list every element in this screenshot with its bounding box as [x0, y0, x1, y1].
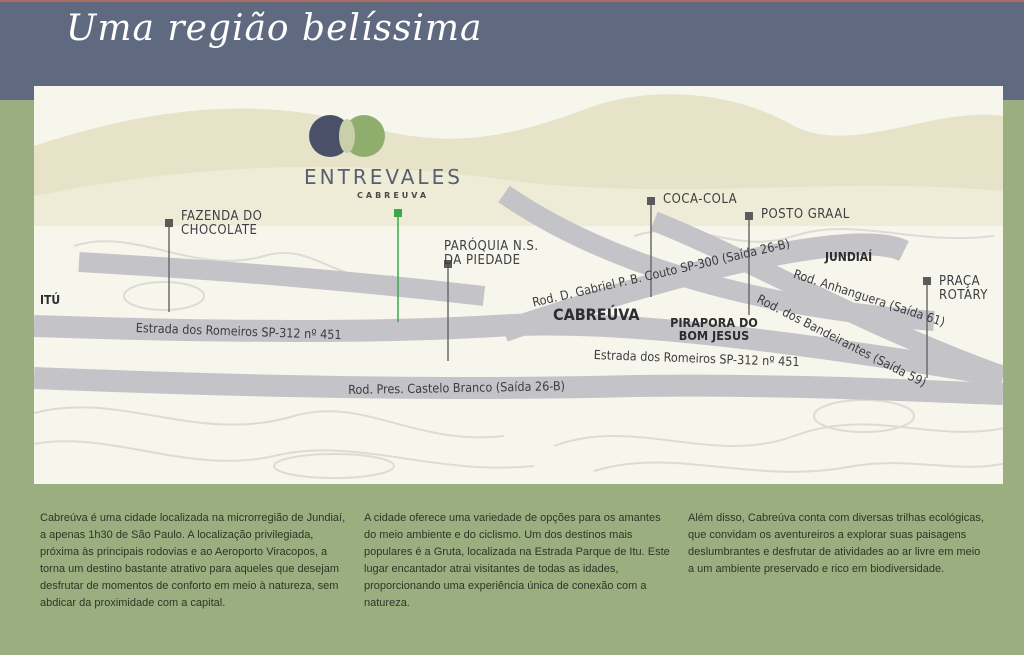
place-posto-graal: POSTO GRAAL	[761, 207, 850, 222]
place-itu: ITÚ	[40, 293, 61, 307]
place-pirapora: PIRAPORA DO BOM JESUS	[670, 315, 758, 344]
brand-subtitle: CABREUVA	[357, 191, 430, 200]
road-romeiros-north	[78, 252, 486, 306]
road-bandeirantes	[650, 211, 1003, 386]
region-map: ENTREVALES CABREUVA FAZENDA DO CHOCOLATE…	[34, 86, 1003, 484]
description-col-3: Além disso, Cabreúva conta com diversas …	[688, 512, 984, 575]
place-jundiai: JUNDIAÍ	[825, 250, 873, 264]
map-pins	[165, 197, 931, 378]
roads	[34, 185, 1003, 405]
road-castelo-branco	[34, 367, 1003, 405]
place-paroquia: PARÓQUIA N.S. DA PIEDADE	[444, 239, 539, 268]
entrevales-logo	[309, 115, 385, 157]
road-gabriel-couto	[500, 233, 909, 342]
brand-name: ENTREVALES	[304, 165, 463, 189]
place-praca-rotary: PRAÇA ROTARY	[939, 274, 988, 303]
header-band: Uma região belíssima	[0, 0, 1024, 100]
description-col-1: Cabreúva é uma cidade localizada na micr…	[40, 512, 346, 609]
place-coca-cola: COCA-COLA	[663, 192, 738, 207]
place-fazenda-do-chocolate: FAZENDA DO CHOCOLATE	[181, 209, 263, 238]
page-title: Uma região belíssima	[66, 8, 483, 49]
place-cabreuva: CABREÚVA	[553, 305, 640, 324]
road-romeiros	[34, 313, 1003, 387]
map-artwork	[34, 94, 1003, 479]
description-col-2: A cidade oferece uma variedade de opções…	[364, 512, 670, 609]
road-label-castelo-branco: Rod. Pres. Castelo Branco (Saída 26-B)	[347, 378, 566, 397]
